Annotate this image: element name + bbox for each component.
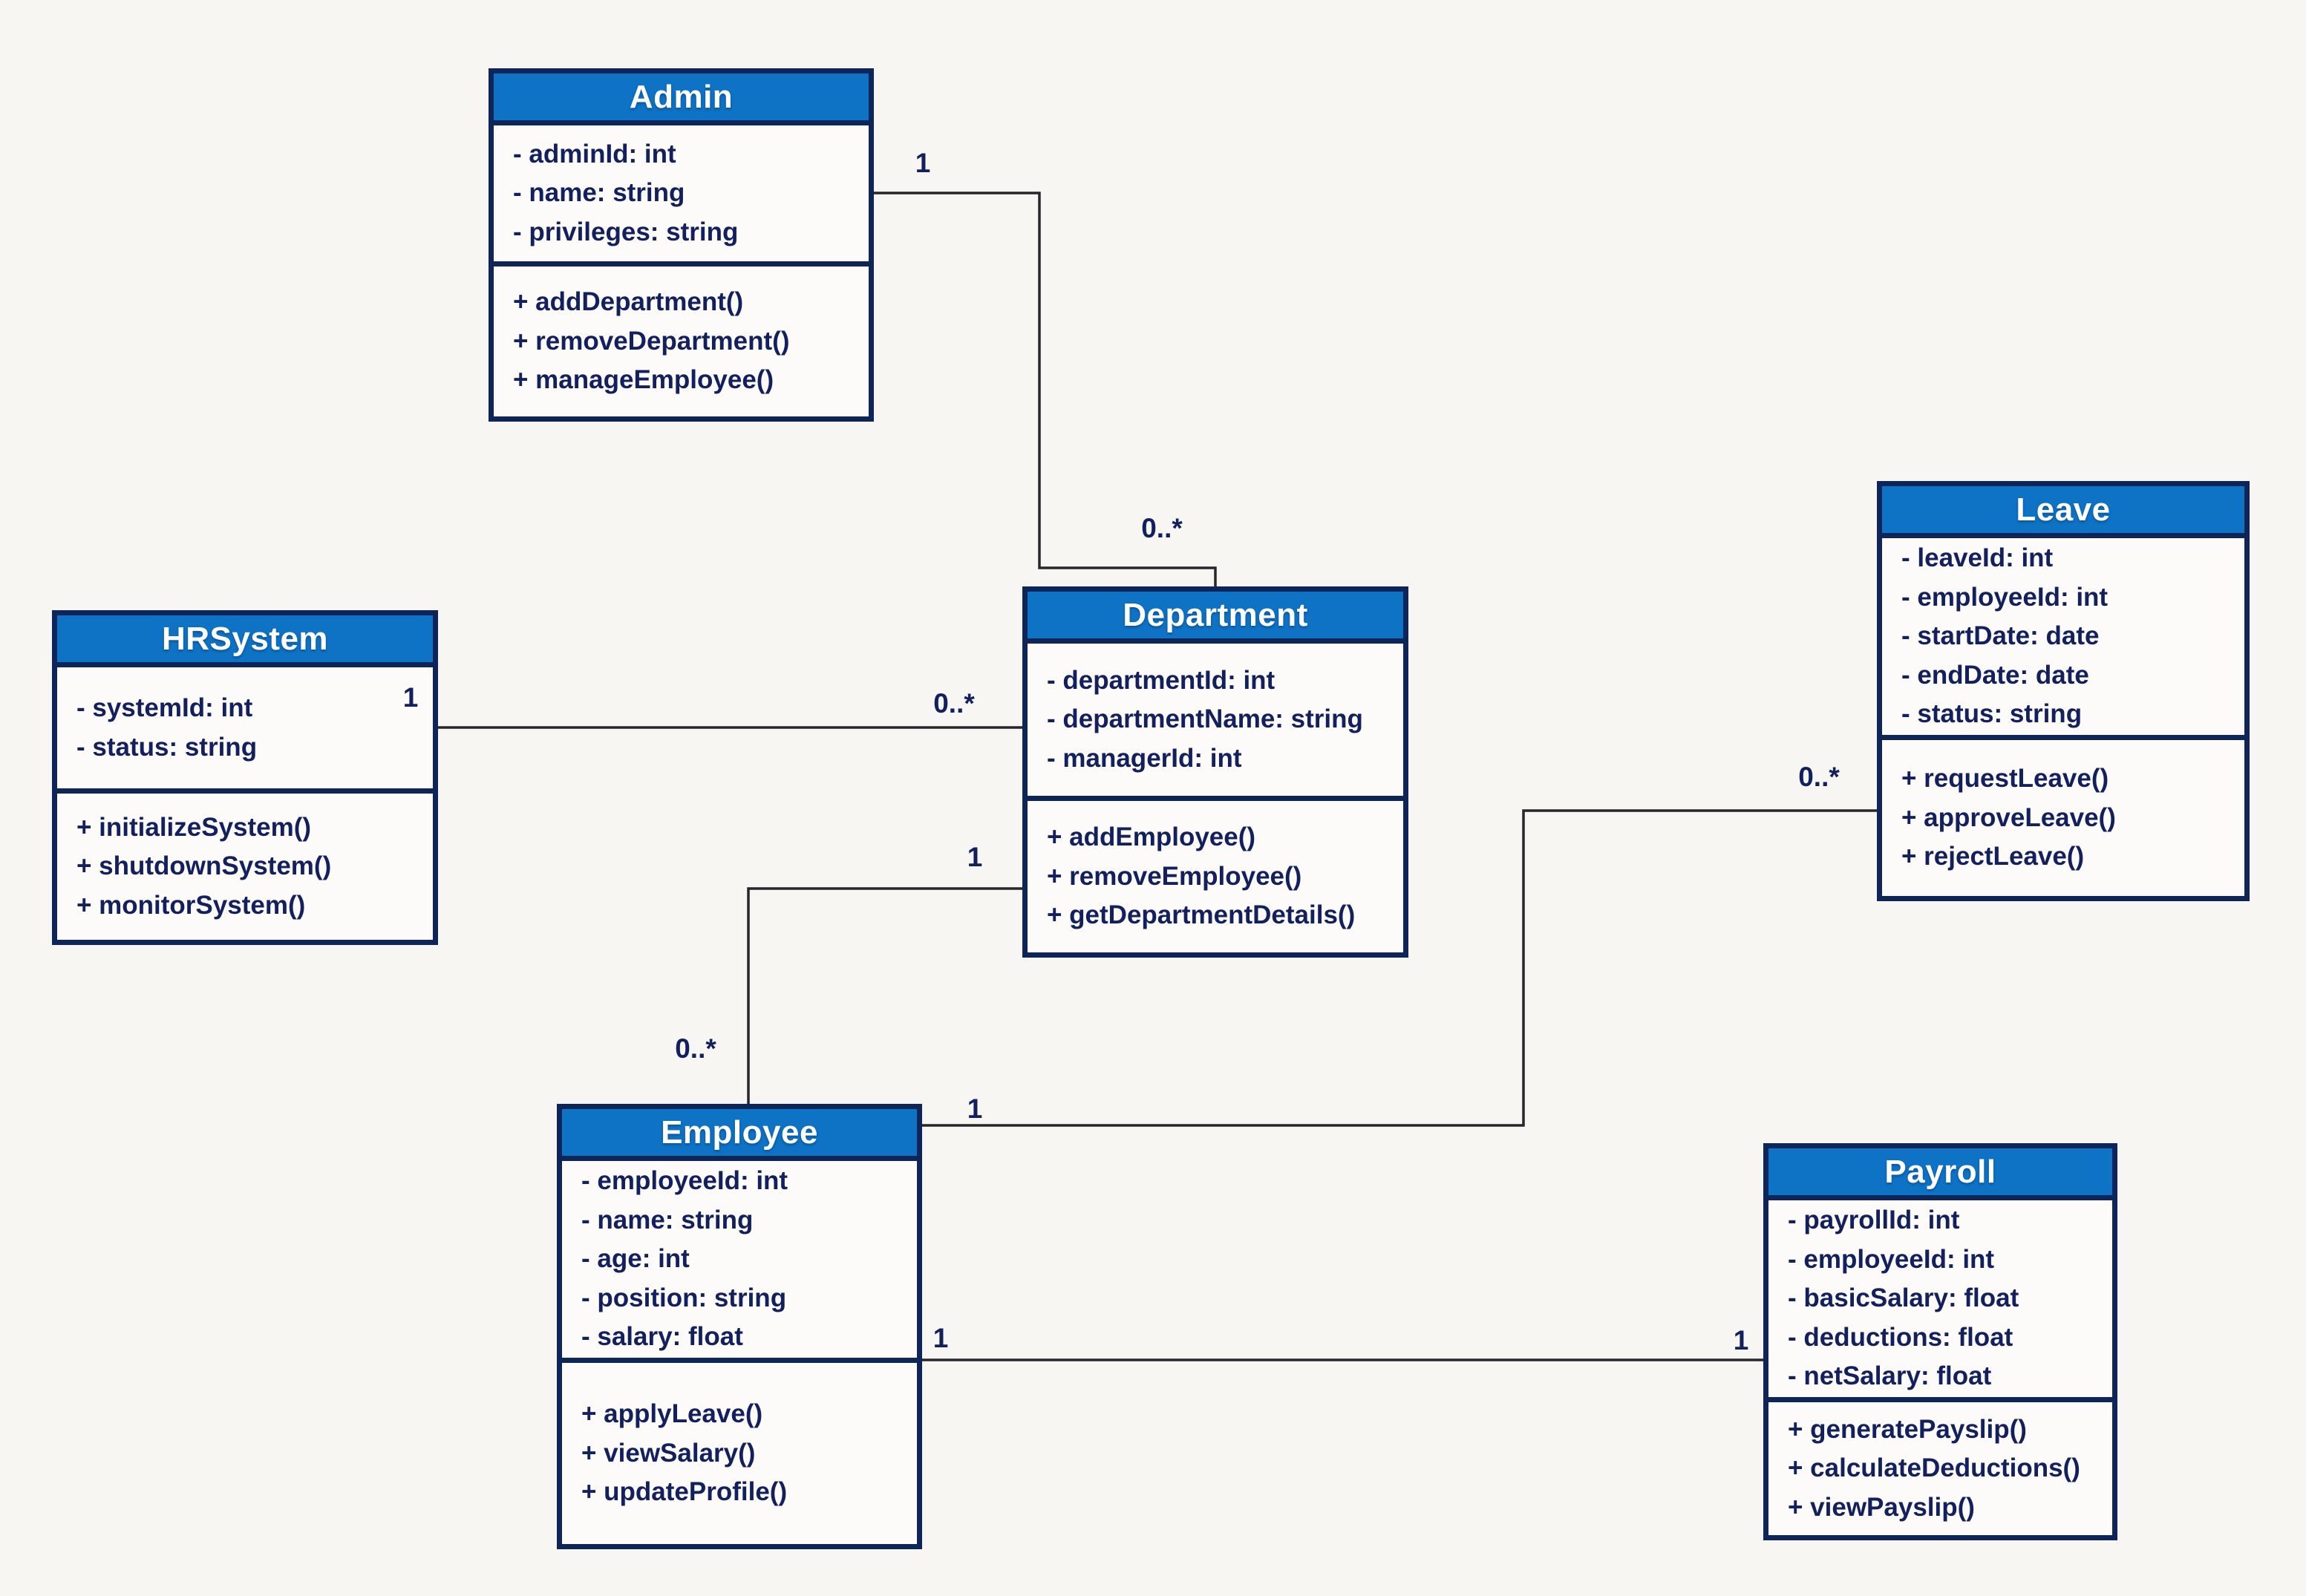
multiplicity-department-many-2: 0..*	[933, 688, 975, 719]
attribute-row: - departmentId: int	[1047, 665, 1276, 695]
attribute-row: - basicSalary: float	[1788, 1283, 2019, 1312]
method-row: + removeDepartment()	[513, 326, 790, 356]
method-row: + addEmployee()	[1047, 822, 1256, 852]
attribute-row: - status: string	[76, 732, 258, 762]
class-department-attributes: - departmentId: int - departmentName: str…	[1028, 644, 1403, 801]
class-department-title: Department	[1028, 592, 1403, 644]
attribute-row: - age: int	[581, 1244, 690, 1273]
method-row: + viewPayslip()	[1788, 1492, 1975, 1522]
association-admin-department-line	[874, 192, 1217, 586]
method-row: + approveLeave()	[1901, 802, 2116, 832]
attribute-row: - employeeId: int	[1901, 582, 2109, 612]
class-hrsystem-title: HRSystem	[57, 615, 433, 667]
method-row: + addDepartment()	[513, 287, 744, 317]
method-row: + shutdownSystem()	[76, 851, 332, 881]
class-employee-title: Employee	[562, 1109, 917, 1161]
multiplicity-payroll-1: 1	[1733, 1325, 1749, 1355]
method-row: + manageEmployee()	[513, 365, 774, 395]
attribute-row: - endDate: date	[1901, 660, 2089, 690]
method-row: + initializeSystem()	[76, 812, 312, 842]
class-employee-methods: + applyLeave() + viewSalary() + updateProf…	[562, 1363, 917, 1545]
class-hrsystem-attributes: - systemId: int - status: string	[57, 667, 433, 794]
attribute-row: - managerId: int	[1047, 743, 1242, 773]
class-hrsystem-methods: + initializeSystem() + shutdownSystem() + …	[57, 794, 433, 940]
method-row: + viewSalary()	[581, 1438, 756, 1468]
method-row: + monitorSystem()	[76, 890, 306, 920]
method-row: + getDepartmentDetails()	[1047, 900, 1356, 930]
multiplicity-leave-many: 0..*	[1798, 762, 1840, 792]
multiplicity-admin-1: 1	[915, 148, 931, 178]
multiplicity-hrsystem-1: 1	[402, 682, 419, 713]
attribute-row: - salary: float	[581, 1322, 743, 1351]
method-row: + generatePayslip()	[1788, 1414, 2027, 1444]
attribute-row: - netSalary: float	[1788, 1361, 1992, 1390]
attribute-row: - startDate: date	[1901, 621, 2100, 650]
method-row: + applyLeave()	[581, 1399, 763, 1428]
multiplicity-employee-1: 1	[967, 1093, 983, 1124]
multiplicity-department-many: 0..*	[1141, 513, 1183, 543]
class-payroll-attributes: - payrollId: int - employeeId: int - basic…	[1768, 1200, 2112, 1402]
method-row: + requestLeave()	[1901, 764, 2109, 793]
class-leave-title: Leave	[1882, 486, 2244, 538]
class-admin-attributes: - adminId: int - name: string - privileges…	[494, 125, 869, 266]
attribute-row: - privileges: string	[513, 217, 739, 246]
attribute-row: - leaveId: int	[1901, 543, 2054, 572]
class-payroll: Payroll - payrollId: int - employeeId: in…	[1763, 1143, 2117, 1540]
class-leave-attributes: - leaveId: int - employeeId: int - startDa…	[1882, 538, 2244, 740]
method-row: + removeEmployee()	[1047, 861, 1302, 891]
class-leave: Leave - leaveId: int - employeeId: int - s…	[1877, 481, 2250, 901]
class-admin: Admin - adminId: int - name: string - priv…	[489, 68, 874, 422]
method-row: + rejectLeave()	[1901, 842, 2085, 871]
class-employee: Employee - employeeId: int - name: string…	[557, 1104, 922, 1549]
class-payroll-title: Payroll	[1768, 1148, 2112, 1200]
attribute-row: - name: string	[581, 1205, 754, 1234]
attribute-row: - payrollId: int	[1788, 1206, 1960, 1234]
multiplicity-department-1: 1	[967, 842, 983, 872]
multiplicity-employee-many: 0..*	[675, 1033, 716, 1064]
attribute-row: - name: string	[513, 178, 685, 208]
attribute-row: - deductions: float	[1788, 1322, 2013, 1352]
attribute-row: - departmentName: string	[1047, 704, 1363, 734]
attribute-row: - adminId: int	[513, 139, 676, 169]
class-admin-methods: + addDepartment() + removeDepartment() + m…	[494, 266, 869, 416]
class-admin-title: Admin	[494, 73, 869, 125]
attribute-row: - systemId: int	[76, 693, 253, 722]
attribute-row: - status: string	[1901, 699, 2083, 728]
association-employee-leave-line	[922, 809, 1877, 1127]
association-department-employee-line	[747, 887, 1022, 1104]
class-hrsystem: HRSystem - systemId: int - status: string…	[52, 610, 438, 945]
attribute-row: - employeeId: int	[581, 1166, 788, 1195]
method-row: + updateProfile()	[581, 1477, 788, 1506]
class-employee-attributes: - employeeId: int - name: string - age: in…	[562, 1161, 917, 1363]
multiplicity-employee-1-payroll: 1	[932, 1323, 949, 1353]
attribute-row: - employeeId: int	[1788, 1244, 1995, 1274]
class-leave-methods: + requestLeave() + approveLeave() + reject…	[1882, 740, 2244, 897]
class-payroll-methods: + generatePayslip() + calculateDeductions…	[1768, 1402, 2112, 1536]
class-department-methods: + addEmployee() + removeEmployee() + getDe…	[1028, 801, 1403, 952]
attribute-row: - position: string	[581, 1283, 787, 1312]
class-department: Department - departmentId: int- departme…	[1022, 586, 1408, 958]
method-row: + calculateDeductions()	[1788, 1453, 2080, 1482]
